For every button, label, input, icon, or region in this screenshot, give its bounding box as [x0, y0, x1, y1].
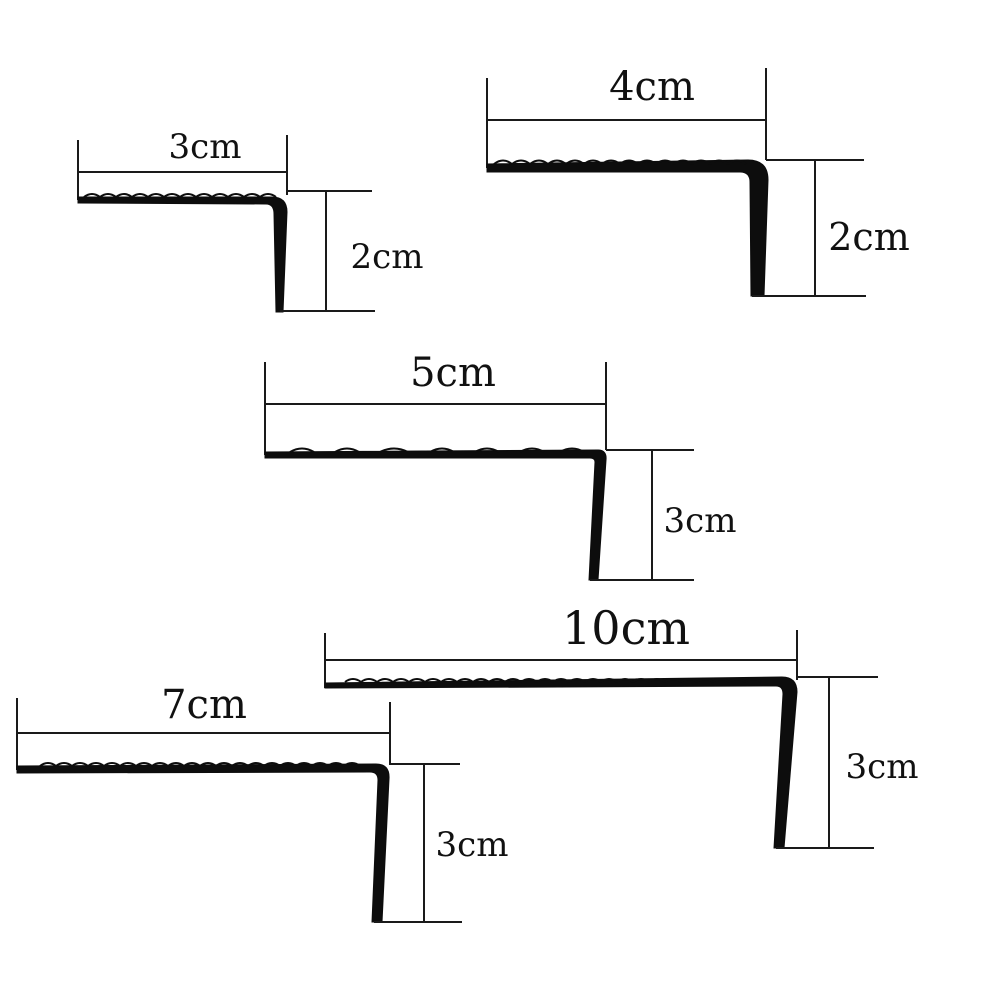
- grip-ridges: [39, 762, 361, 768]
- nosing-profile: [486, 159, 769, 297]
- profile-7cm-x-3cm: 7cm 3cm: [16, 682, 509, 923]
- grip-ridges: [83, 193, 277, 199]
- width-label: 3cm: [169, 127, 242, 167]
- width-label: 10cm: [562, 601, 690, 655]
- height-label: 2cm: [351, 237, 424, 277]
- profile-3cm-x-2cm: 3cm 2cm: [77, 127, 424, 313]
- nosing-profile: [16, 763, 390, 923]
- nosing-profile: [264, 449, 607, 581]
- profile-4cm-x-2cm: 4cm 2cm: [486, 64, 910, 297]
- height-label: 3cm: [436, 825, 509, 865]
- height-label: 3cm: [664, 501, 737, 541]
- profile-10cm-x-3cm: 10cm 3cm: [324, 601, 919, 849]
- nosing-profile: [77, 196, 288, 313]
- grip-ridges: [493, 159, 747, 166]
- nosing-profile: [324, 676, 798, 849]
- height-label: 3cm: [846, 747, 919, 787]
- height-label: 2cm: [828, 215, 910, 259]
- width-label: 7cm: [161, 682, 247, 728]
- profile-5cm-x-3cm: 5cm 3cm: [264, 350, 737, 581]
- grip-ridges: [344, 678, 762, 684]
- width-label: 4cm: [609, 64, 695, 110]
- width-label: 5cm: [410, 350, 496, 396]
- grip-ridges: [289, 447, 585, 453]
